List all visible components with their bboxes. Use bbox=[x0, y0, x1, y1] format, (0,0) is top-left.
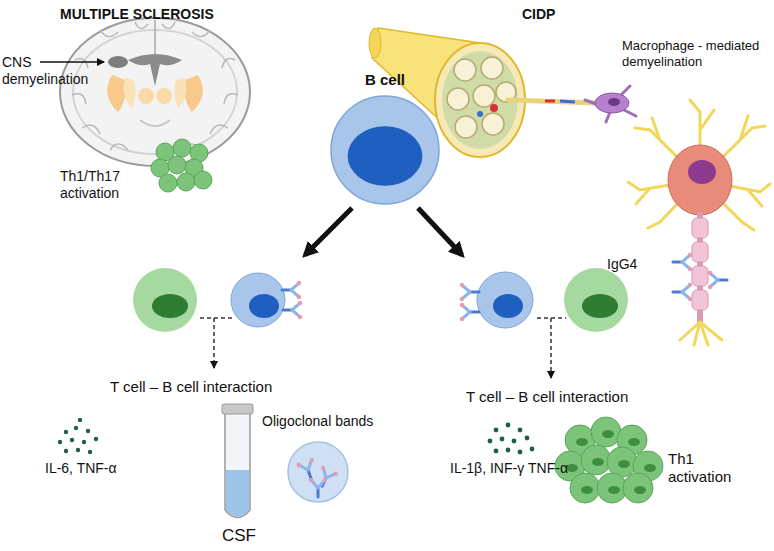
t-b-cell-pair bbox=[460, 268, 628, 378]
split-arrow bbox=[305, 208, 352, 255]
column-heading: CIDP bbox=[522, 6, 555, 23]
process-label: T cell – B cell interaction bbox=[466, 388, 628, 406]
cell-label: Th1/Th17 activation bbox=[60, 168, 150, 202]
t-b-cell-pair bbox=[133, 268, 302, 368]
cytokine-dots bbox=[488, 423, 535, 455]
process-label: T cell – B cell interaction bbox=[110, 378, 272, 396]
split-arrow bbox=[418, 208, 462, 255]
cytokine-label: IL-6, TNF-α bbox=[45, 460, 117, 477]
macrophage-cell bbox=[585, 86, 636, 122]
neuron-illustration bbox=[628, 100, 770, 345]
sample-label: CSF bbox=[222, 526, 256, 546]
leader-arrow bbox=[40, 61, 104, 63]
cell-heading: B cell bbox=[310, 71, 460, 88]
t-cell-cluster bbox=[151, 139, 212, 192]
callout-label: Oligoclonal bands bbox=[262, 413, 373, 430]
cell-label: Th1 activation bbox=[668, 450, 758, 486]
t-cell-cluster bbox=[555, 417, 663, 503]
brain-illustration bbox=[60, 18, 250, 166]
cell-outline bbox=[330, 95, 440, 205]
callout-label: Macrophage - mediated demyelination bbox=[622, 38, 772, 69]
cytokine-dots bbox=[58, 418, 98, 454]
cytokine-label: IL-1β, INF-γ TNF-α bbox=[450, 460, 568, 477]
callout-label: CNS demyelination bbox=[2, 54, 94, 88]
antibody-label: IgG4 bbox=[607, 256, 637, 273]
column-heading: MULTIPLE SCLEROSIS bbox=[60, 6, 214, 23]
cell-node: B cell bbox=[330, 95, 440, 205]
